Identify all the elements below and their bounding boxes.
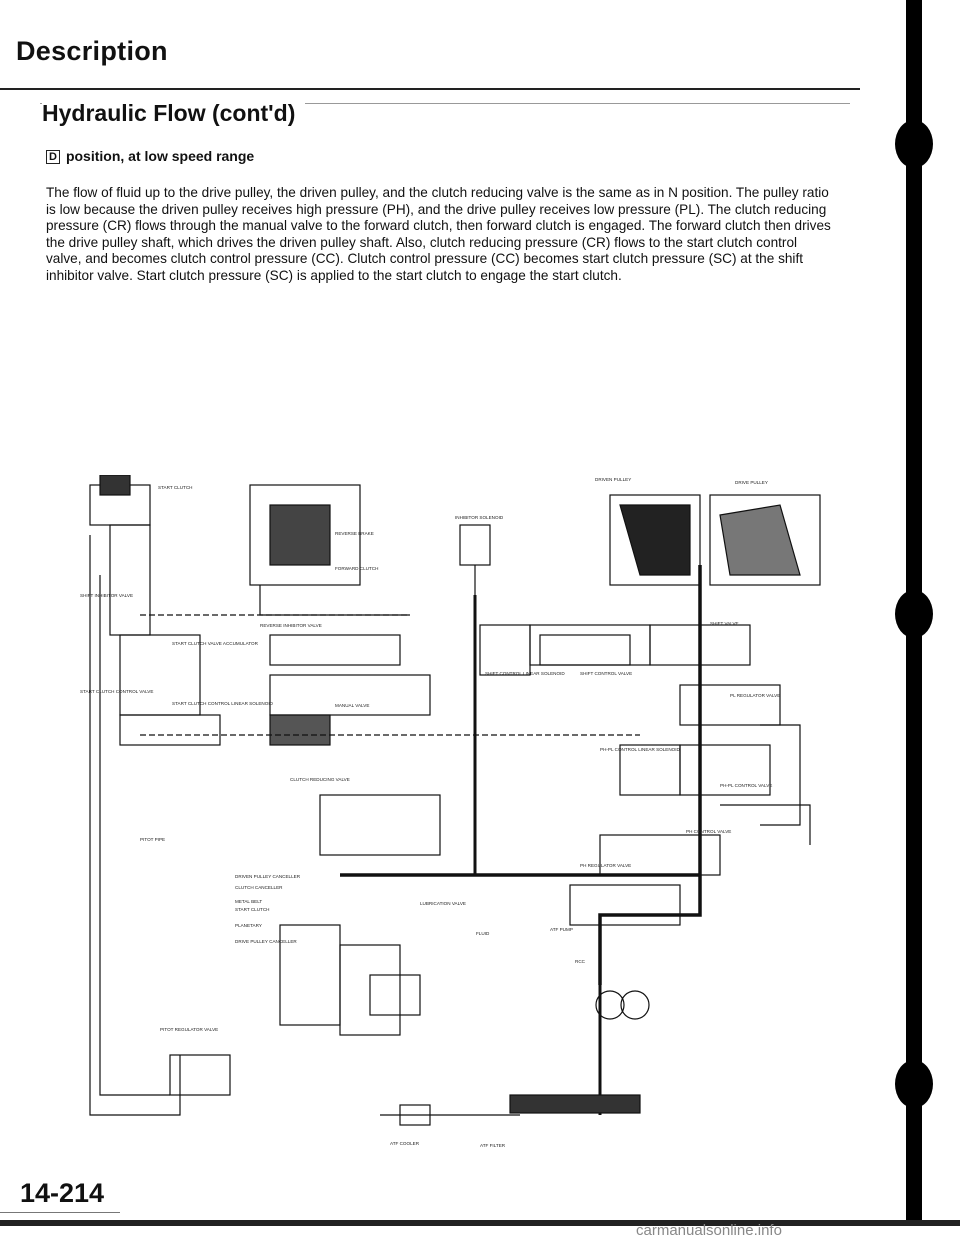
label-start-clutch-accumulator: START CLUTCH VALVE ACCUMULATOR [172, 641, 259, 646]
hydraulic-circuit-diagram: START CLUTCH REVERSE BRAKE FORWARD CLUTC… [80, 475, 821, 1148]
label-driven-pulley-canceller: DRIVEN PULLEY CANCELLER [235, 874, 301, 879]
label-pitot-pipe: PITOT PIPE [140, 837, 165, 842]
section-subtitle: Hydraulic Flow (cont'd) [42, 100, 306, 127]
label-atf-cooler: ATF COOLER [390, 1141, 420, 1146]
label-fluid: FLUID [476, 931, 490, 936]
label-planetary: PLANETARY [235, 923, 262, 928]
subtitle-rule [40, 103, 850, 104]
label-forward-clutch: FORWARD CLUTCH [335, 566, 378, 571]
label-ph-pl-control-valve: PH-PL CONTROL VALVE [720, 783, 772, 788]
label-start-clutch-control-valve: START CLUTCH CONTROL VALVE [80, 689, 153, 694]
bottom-thin-rule [0, 1212, 120, 1213]
section-heading-text: position, at low speed range [65, 148, 255, 164]
label-drive-pulley-canceller: DRIVE PULLEY CANCELLER [235, 939, 297, 944]
label-shift-inhibitor-valve: SHIFT INHIBITOR VALVE [80, 593, 133, 598]
label-reverse-inhibitor-valve: REVERSE INHIBITOR VALVE [260, 623, 322, 628]
label-clutch-reducing-valve: CLUTCH REDUCING VALVE [290, 777, 350, 782]
title-rule [0, 88, 860, 90]
page-title: Description [16, 36, 168, 66]
label-clutch-canceller: CLUTCH CANCELLER [235, 885, 283, 890]
label-shift-valve: SHIFT VALVE [710, 621, 739, 626]
watermark: carmanualsonline.info [636, 1222, 782, 1239]
label-reverse-brake: REVERSE BRAKE [335, 531, 374, 536]
label-lubrication-valve: LUBRICATION VALVE [420, 901, 466, 906]
label-ph-regulator-valve: PH REGULATOR VALVE [580, 863, 631, 868]
page-number: 14-214 [20, 1178, 105, 1208]
label-start-clutch-2: START CLUTCH [235, 907, 269, 912]
label-metal-belt: METAL BELT [235, 899, 262, 904]
label-start-clutch: START CLUTCH [158, 485, 192, 490]
label-atf-pump: ATF PUMP [550, 927, 573, 932]
label-shift-control-solenoid: SHIFT CONTROL LINEAR SOLENOID [485, 671, 565, 676]
body-paragraph: The flow of fluid up to the drive pulley… [46, 185, 836, 285]
label-drive-pulley: DRIVE PULLEY [735, 480, 768, 485]
gear-position-box: D [46, 150, 60, 164]
binding-hole-top [895, 120, 933, 168]
binding-hole-bottom [895, 1060, 933, 1108]
label-ph-control-valve: PH CONTROL VALVE [686, 829, 731, 834]
label-pitot-regulator-valve: PITOT REGULATOR VALVE [160, 1027, 218, 1032]
label-atf-filter: ATF FILTER [480, 1143, 506, 1148]
label-rcc: RCC [575, 959, 586, 964]
label-driven-pulley: DRIVEN PULLEY [595, 477, 631, 482]
body-text: The flow of fluid up to the drive pulley… [46, 185, 831, 283]
binding-hole-mid [895, 590, 933, 638]
bottom-rule [0, 1220, 960, 1226]
label-pl-regulator-valve: PL REGULATOR VALVE [730, 693, 780, 698]
label-ph-pl-linear-solenoid: PH-PL CONTROL LINEAR SOLENOID [600, 747, 680, 752]
label-start-clutch-linear-solenoid: START CLUTCH CONTROL LINEAR SOLENOID [172, 701, 274, 706]
label-manual-valve: MANUAL VALVE [335, 703, 369, 708]
label-inhibitor-solenoid: INHIBITOR SOLENOID [455, 515, 504, 520]
label-shift-control-valve: SHIFT CONTROL VALVE [580, 671, 632, 676]
